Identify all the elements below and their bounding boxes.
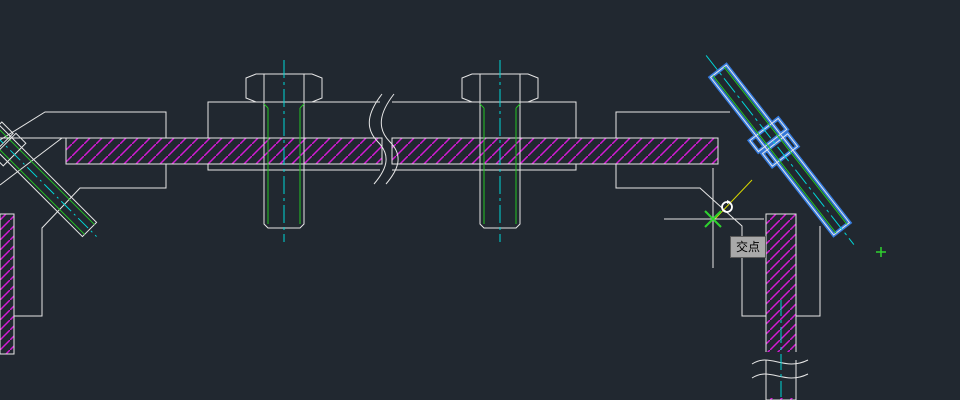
break-line-bottom	[751, 359, 809, 400]
selected-diagonal-bolt[interactable]	[692, 44, 868, 255]
left-plate-section	[0, 213, 15, 355]
intersection-snap-icon	[704, 210, 722, 228]
grip-point[interactable]	[876, 247, 886, 257]
right-bracket	[615, 111, 821, 317]
break-line-top	[368, 93, 399, 185]
bolt-2	[461, 60, 539, 242]
left-diagonal-bolt	[0, 116, 98, 238]
cover-plate-right	[392, 101, 577, 171]
snap-tooltip: 交点	[730, 236, 767, 258]
hatched-beam	[0, 137, 719, 165]
cover-plate-left	[207, 101, 380, 171]
tracking-line	[713, 179, 753, 221]
rotate-cursor-icon	[721, 200, 733, 213]
bolt-1	[245, 60, 323, 242]
